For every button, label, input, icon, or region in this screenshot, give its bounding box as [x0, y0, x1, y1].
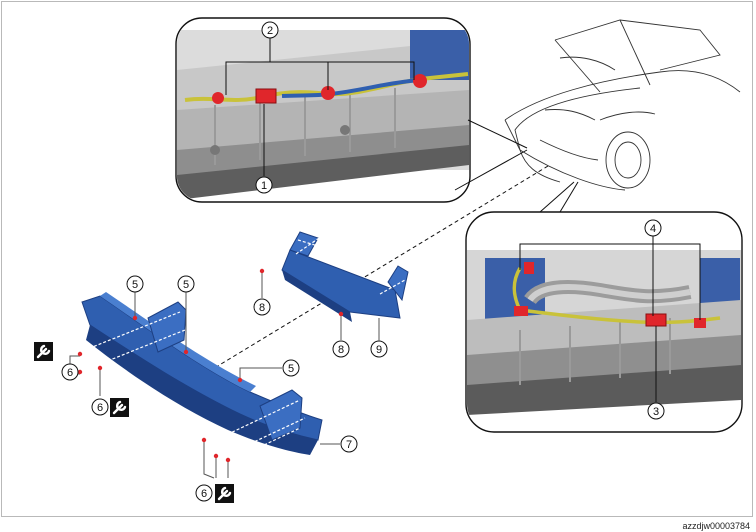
svg-text:2: 2 [267, 25, 273, 37]
callout-3: 3 [647, 402, 665, 420]
svg-text:5: 5 [288, 363, 294, 375]
harness-connector-clip [255, 88, 277, 104]
detail-inset-top [175, 17, 471, 203]
callout-6-bottom: 6 [195, 484, 213, 502]
svg-text:6: 6 [97, 402, 103, 414]
harness-connector-clip-lower [645, 313, 667, 327]
callout-8-upper: 8 [253, 298, 271, 316]
callout-1: 1 [255, 176, 273, 194]
bumper-reinforcement [79, 292, 323, 466]
svg-text:4: 4 [650, 223, 656, 235]
callout-5-center: 5 [177, 275, 195, 293]
callout-7: 7 [340, 435, 358, 453]
svg-text:6: 6 [201, 488, 207, 500]
svg-text:9: 9 [376, 344, 382, 356]
callout-4: 4 [644, 219, 662, 237]
svg-text:7: 7 [346, 439, 352, 451]
callout-6-left: 6 [61, 363, 79, 381]
image-reference-code: azzdjw00003784 [682, 521, 750, 531]
wrench-icon [34, 342, 53, 361]
callout-2: 2 [261, 21, 279, 39]
callout-9: 9 [370, 340, 388, 358]
svg-text:3: 3 [653, 406, 659, 418]
svg-text:6: 6 [67, 367, 73, 379]
svg-text:8: 8 [259, 302, 265, 314]
svg-text:5: 5 [183, 279, 189, 291]
diagram-frame [1, 1, 753, 517]
svg-text:5: 5 [132, 279, 138, 291]
callout-6-middle: 6 [91, 398, 109, 416]
wrench-icon [110, 398, 129, 417]
svg-text:1: 1 [261, 180, 267, 192]
bumper-bracket [281, 231, 409, 322]
callout-5-left: 5 [126, 275, 144, 293]
detail-inset-right [465, 211, 743, 433]
svg-text:8: 8 [338, 344, 344, 356]
callout-8-lower: 8 [332, 340, 350, 358]
vehicle-outline [504, 19, 741, 191]
wrench-icon [215, 484, 234, 503]
callout-5-right: 5 [282, 359, 300, 377]
